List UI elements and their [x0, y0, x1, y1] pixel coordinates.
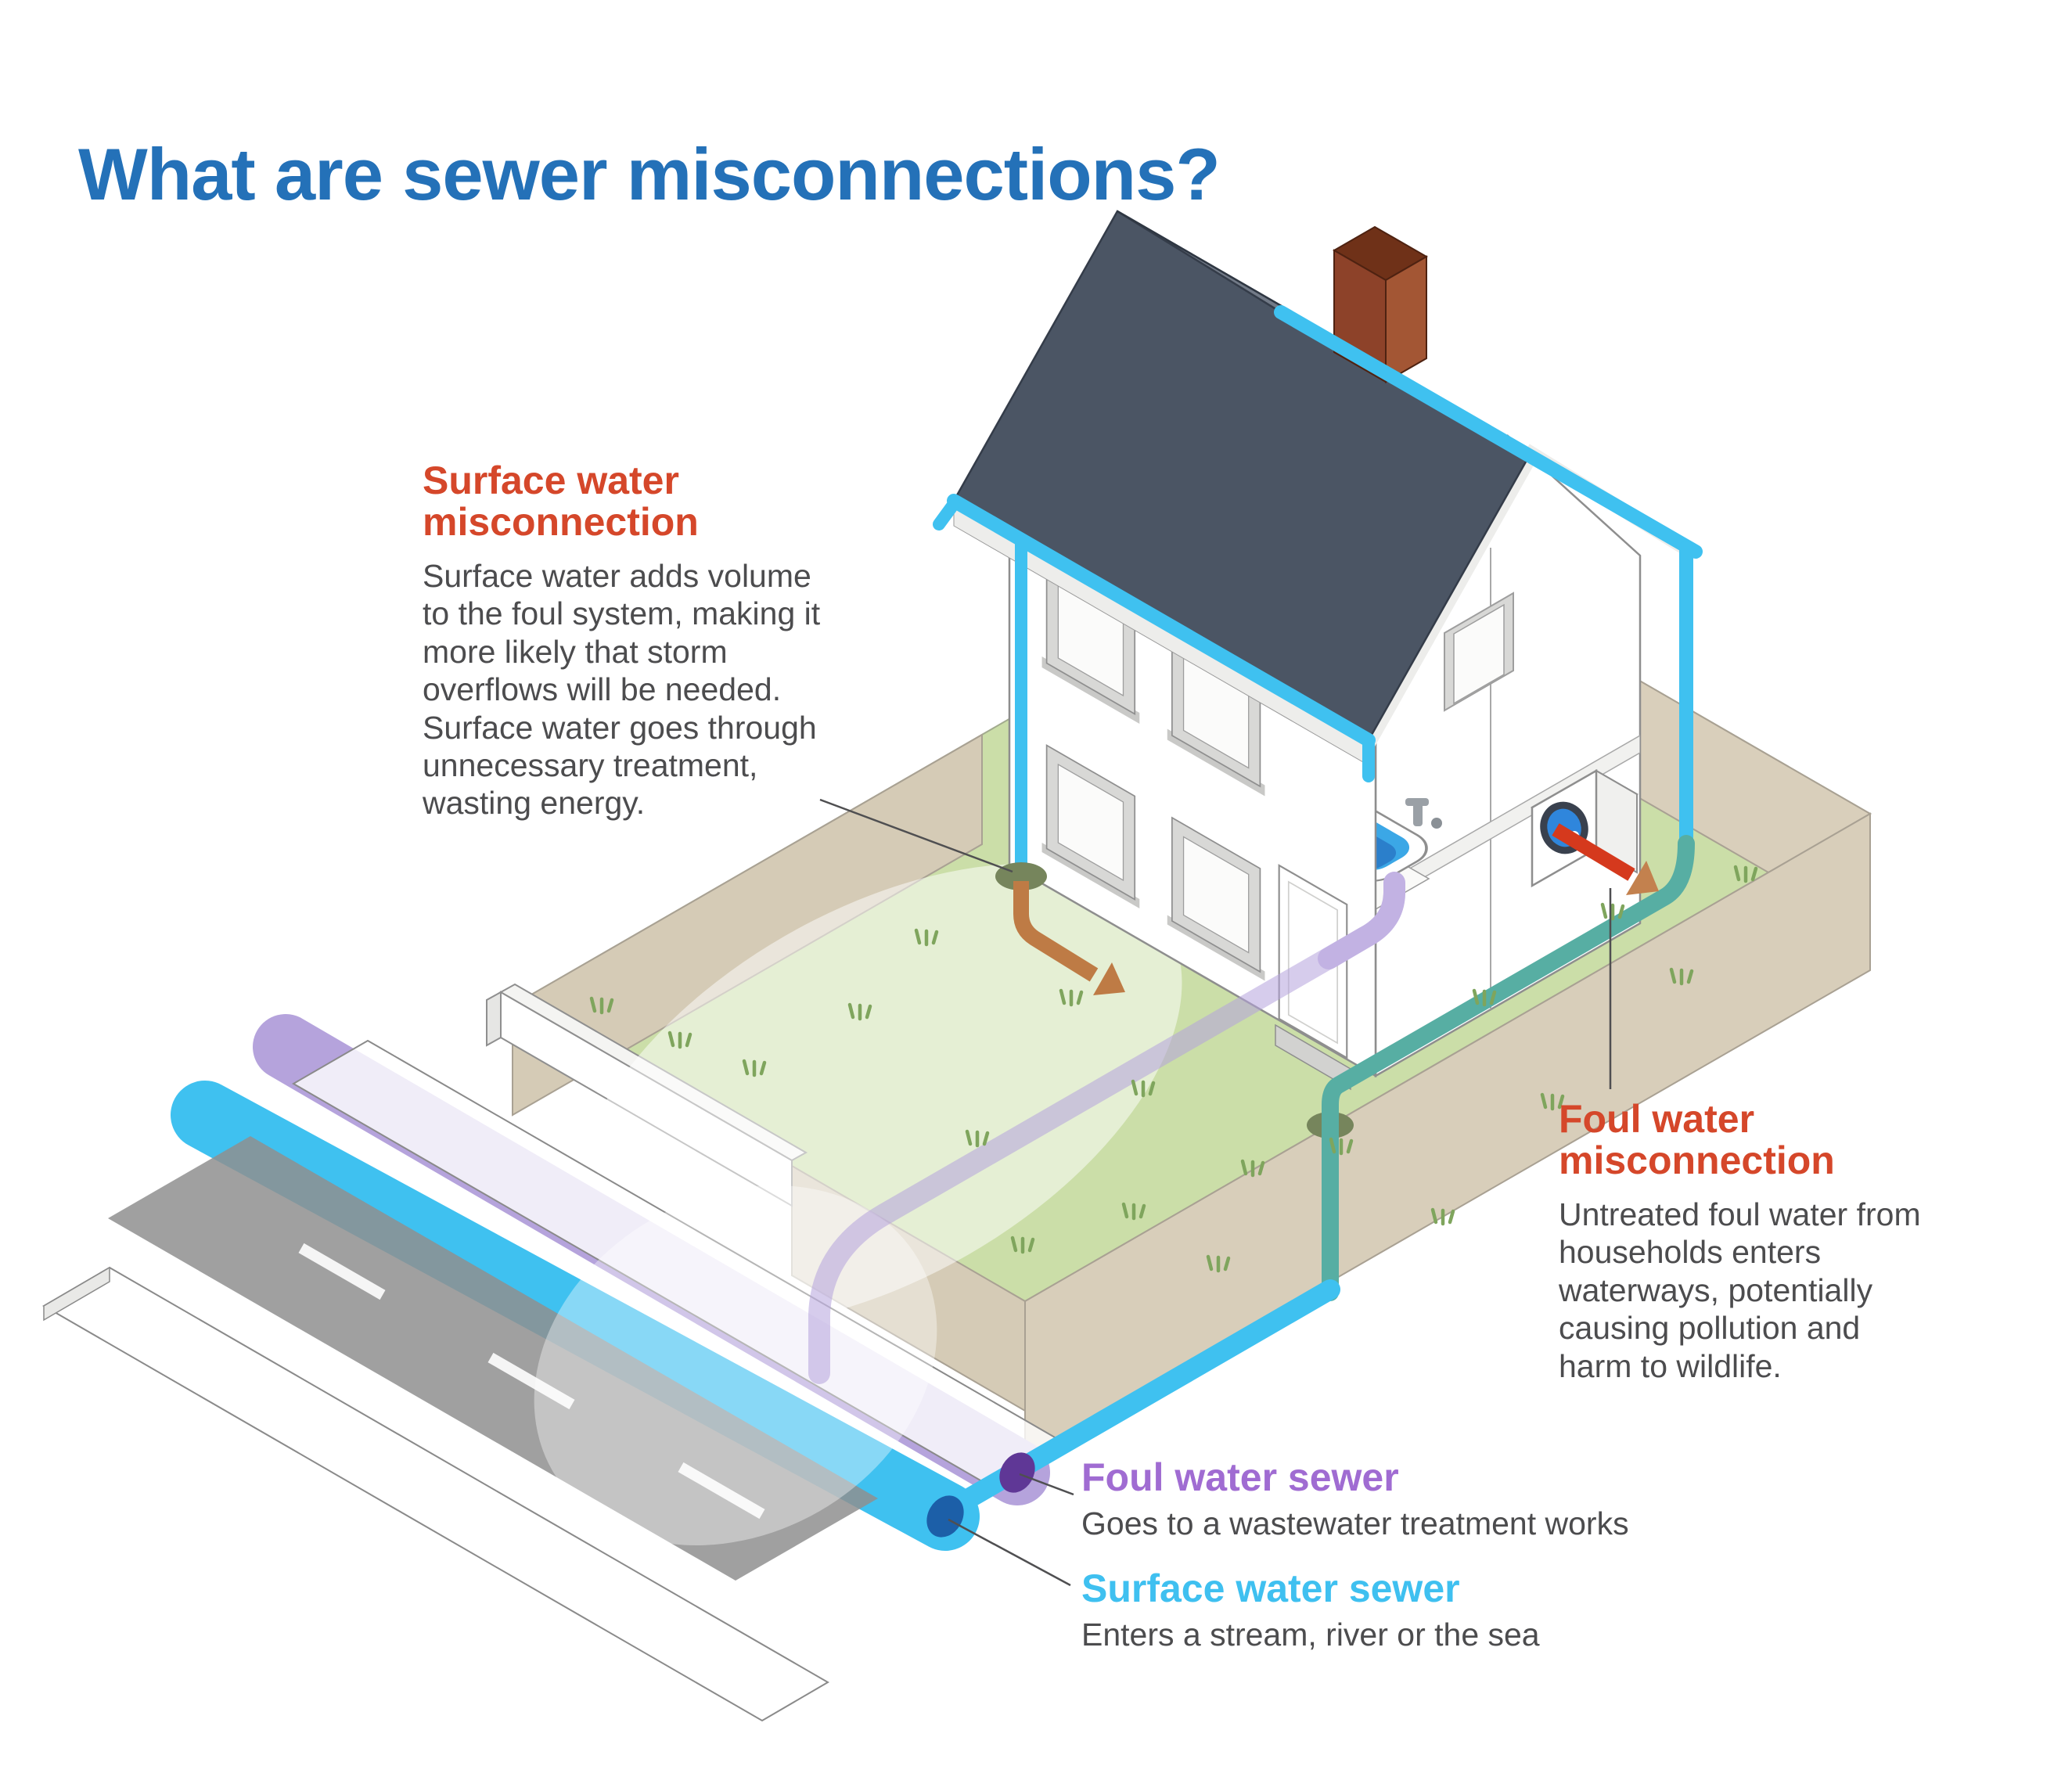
lower-sidewalk-end	[43, 1266, 110, 1322]
door-step	[1275, 1023, 1351, 1091]
callout-heading: Surface water misconnection	[423, 459, 699, 544]
gutter-stub-left	[933, 498, 960, 531]
page-title: What are sewer misconnections?	[78, 132, 1221, 215]
surface-misconnection-arrow	[1013, 881, 1125, 995]
callout-body: Untreated foul water from households ent…	[1559, 1196, 1921, 1384]
leader-foul-sewer	[1019, 1473, 1074, 1496]
floor-slab	[1376, 734, 1640, 907]
window	[1167, 636, 1265, 797]
surface-drain-pipe	[1322, 835, 1695, 1301]
washing-machine-icon	[1530, 768, 1639, 888]
bath-tap-icon	[1405, 798, 1442, 829]
window	[1041, 564, 1140, 724]
callout-body: Surface water adds volume to the foul sy…	[423, 558, 821, 822]
label-body: Goes to a wastewater treatment works	[1081, 1505, 1629, 1541]
surface-sewer-cap	[926, 1495, 964, 1538]
gutter-far-eave	[1274, 305, 1703, 559]
label-heading: Foul water sewer	[1081, 1455, 1399, 1499]
soil-cut-face-left	[512, 733, 983, 1117]
label-heading: Surface water sewer	[1081, 1566, 1460, 1610]
house	[933, 210, 1703, 1091]
leader-surface-sewer	[948, 1518, 1071, 1587]
chimney	[1332, 225, 1429, 383]
bathroom-floor	[1376, 765, 1430, 958]
drain-pipes	[808, 823, 1695, 1538]
foul-branch-pipe-interior	[1318, 872, 1405, 969]
label-surface-water-sewer: Surface water sewer Enters a stream, riv…	[1081, 1568, 1786, 1653]
leader-surface-misconnection	[819, 798, 1013, 873]
house-interior	[1376, 436, 1640, 1009]
roof	[933, 210, 1703, 879]
gutters	[933, 305, 1703, 879]
foul-sewer-cap	[999, 1452, 1035, 1493]
label-foul-water-sewer: Foul water sewer Goes to a wastewater tr…	[1081, 1457, 1786, 1542]
road-centre-dashes	[298, 1243, 765, 1520]
leader-lines	[819, 798, 1612, 1587]
lawn-light-patch	[570, 863, 1182, 1328]
callout-surface-water-misconnection: Surface water misconnection Surface wate…	[423, 460, 826, 822]
foul-misconnection-arrow	[1552, 823, 1659, 895]
interior-window	[1444, 592, 1514, 712]
window	[1167, 816, 1265, 981]
callout-heading: Foul water misconnection	[1559, 1097, 1835, 1182]
label-body: Enters a stream, river or the sea	[1081, 1617, 1540, 1653]
callout-foul-water-misconnection: Foul water misconnection Untreated foul …	[1559, 1099, 1930, 1385]
window	[1041, 744, 1140, 908]
